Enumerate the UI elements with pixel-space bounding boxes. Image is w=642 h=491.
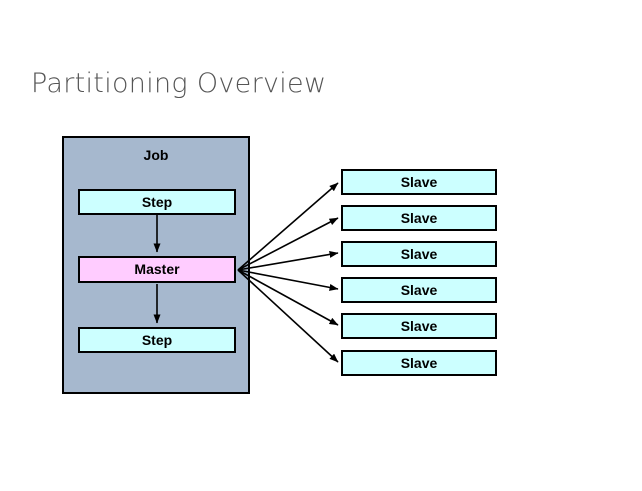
arrow-master-to-slave-5 xyxy=(237,269,339,326)
arrow-master-to-slave-1 xyxy=(237,182,339,271)
slave-box-2[interactable]: Slave xyxy=(341,205,497,231)
master-box[interactable]: Master xyxy=(78,256,236,283)
step-box-bottom[interactable]: Step xyxy=(78,327,236,353)
slave-box-4[interactable]: Slave xyxy=(341,277,497,303)
slave-box-3[interactable]: Slave xyxy=(341,241,497,267)
arrow-master-to-slave-4 xyxy=(237,269,339,291)
arrow-master-to-slave-3 xyxy=(237,250,339,271)
slave-box-6[interactable]: Slave xyxy=(341,350,497,376)
slave-box-1[interactable]: Slave xyxy=(341,169,497,195)
step-box-top[interactable]: Step xyxy=(78,189,236,215)
job-label: Job xyxy=(143,147,169,163)
page-title: Partitioning Overview xyxy=(31,68,327,99)
arrow-master-to-slave-6 xyxy=(237,269,339,363)
arrow-master-to-slave-2 xyxy=(237,217,339,271)
slave-box-5[interactable]: Slave xyxy=(341,313,497,339)
